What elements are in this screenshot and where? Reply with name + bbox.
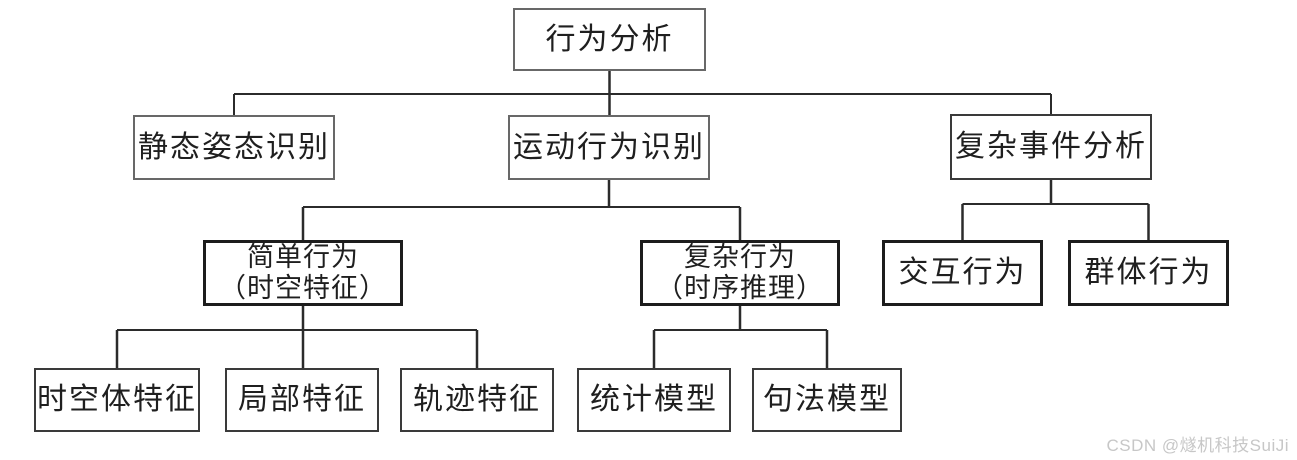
node-complex-behavior-label: 复杂行为 [684, 242, 796, 272]
node-statistical-model-label: 统计模型 [590, 383, 718, 417]
node-static-posture-label: 静态姿态识别 [138, 130, 330, 164]
node-syntactic-model-label: 句法模型 [763, 383, 891, 417]
node-behavior-analysis: 行为分析 [513, 8, 706, 71]
node-complex-behavior-sublabel: （时序推理） [656, 273, 824, 303]
node-syntactic-model: 句法模型 [752, 368, 902, 432]
node-interaction-behavior-label: 交互行为 [898, 256, 1027, 290]
node-static-posture-recognition: 静态姿态识别 [133, 115, 335, 180]
node-motion-behavior-recognition: 运动行为识别 [508, 115, 710, 180]
node-simple-behavior-sublabel: （时空特征） [219, 273, 387, 303]
node-statistical-model: 统计模型 [577, 368, 731, 432]
node-behavior-analysis-label: 行为分析 [545, 22, 674, 56]
node-complex-event-label: 复杂事件分析 [955, 130, 1147, 164]
node-complex-event-analysis: 复杂事件分析 [950, 114, 1152, 180]
node-interaction-behavior: 交互行为 [882, 240, 1043, 306]
node-motion-behavior-label: 运动行为识别 [513, 130, 705, 164]
csdn-watermark: CSDN @燧机科技SuiJi [1106, 436, 1289, 455]
node-simple-behavior-label: 简单行为 [247, 242, 359, 272]
node-trajectory-feature-label: 轨迹特征 [413, 383, 541, 417]
node-trajectory-feature: 轨迹特征 [400, 368, 554, 432]
node-complex-behavior: 复杂行为 （时序推理） [640, 240, 840, 306]
node-spatiotemporal-volume-feature: 时空体特征 [34, 368, 200, 432]
node-group-behavior-label: 群体行为 [1084, 256, 1213, 290]
node-group-behavior: 群体行为 [1068, 240, 1229, 306]
node-simple-behavior: 简单行为 （时空特征） [203, 240, 403, 306]
node-local-feature-label: 局部特征 [238, 383, 366, 417]
node-local-feature: 局部特征 [225, 368, 379, 432]
node-st-volume-label: 时空体特征 [37, 383, 197, 417]
